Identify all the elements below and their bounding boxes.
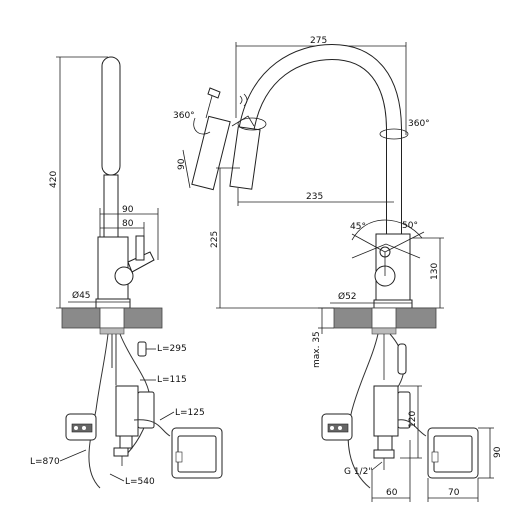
right-front-view: 275 360° 235 225 45° 50°	[210, 36, 503, 502]
dim-label-d52: Ø52	[338, 291, 357, 302]
dim-label-90: 90	[122, 205, 134, 215]
dim-label-max35: max. 35	[312, 331, 322, 368]
pullout-hose-right	[347, 333, 379, 489]
dim-label-d45: Ø45	[72, 290, 91, 301]
left-side-view: 420 90 80 Ø45	[30, 56, 223, 489]
dim-label-235: 235	[306, 192, 323, 202]
spray-head-detail: 360° 90	[173, 87, 231, 191]
dim-label-225: 225	[210, 231, 220, 248]
dim-label-70: 70	[448, 488, 460, 498]
valve-block-right	[373, 385, 399, 437]
dim-label-420: 420	[49, 171, 59, 188]
mount-nut-right	[371, 327, 397, 335]
dim-label-275: 275	[310, 36, 327, 46]
pullout-hose-left	[88, 333, 109, 489]
label-spray-angle: 90	[177, 158, 187, 170]
dim-label-60: 60	[386, 488, 398, 498]
dim-label-90-box: 90	[493, 446, 503, 458]
hose-connector-295	[137, 341, 147, 357]
label-rotation-right: 360°	[408, 119, 430, 129]
mount-nut-left	[99, 327, 125, 335]
label-hose-295: L=295	[157, 344, 187, 354]
spout-pullout-head	[101, 56, 121, 176]
valve-block-left	[115, 385, 139, 437]
label-hose-125: L=125	[175, 408, 205, 418]
dim-label-80: 80	[122, 219, 134, 229]
handle-hub	[114, 266, 134, 286]
label-hose-540: L=540	[125, 477, 155, 487]
label-rotation-left: 360°	[173, 111, 195, 121]
label-hose-870: L=870	[30, 457, 60, 467]
faucet-base	[95, 298, 131, 309]
spray-head	[191, 115, 231, 191]
label-angle-45: 45°	[350, 222, 366, 232]
label-thread: G 1/2"	[344, 467, 372, 477]
dim-label-120: 120	[408, 411, 418, 428]
label-angle-50: 50°	[402, 221, 418, 231]
label-hose-115: L=115	[157, 375, 187, 385]
dim-label-130: 130	[430, 263, 440, 280]
spout-head-right	[229, 126, 261, 190]
handle-stem	[135, 235, 145, 261]
